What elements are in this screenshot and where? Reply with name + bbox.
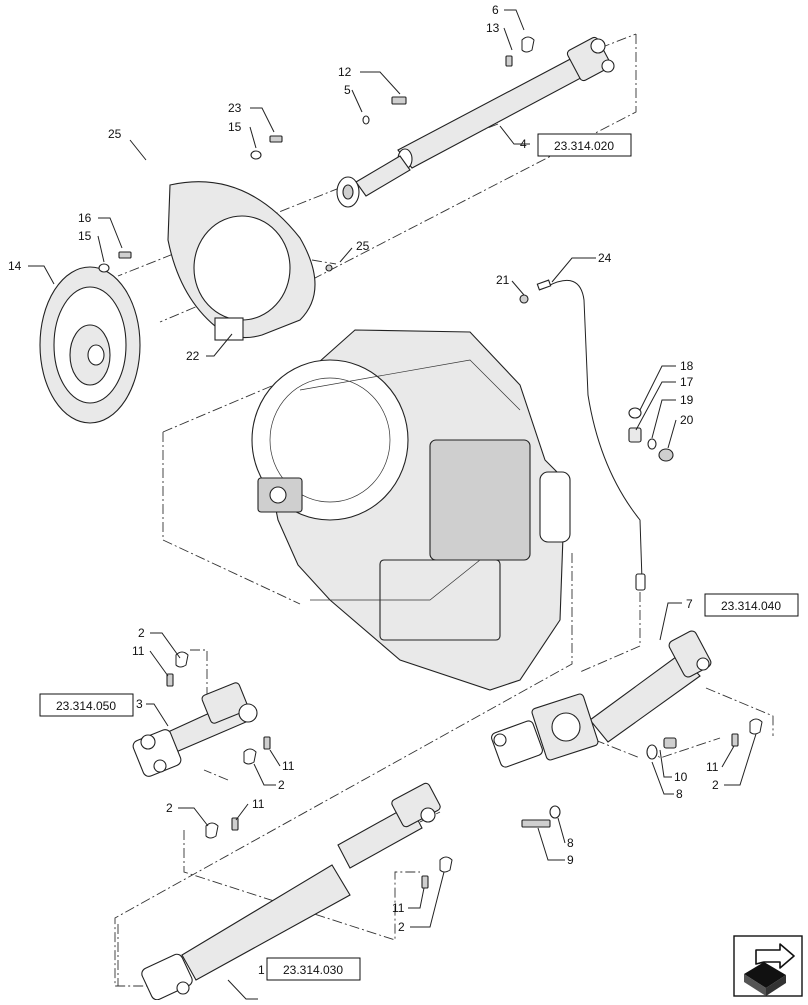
callout-5: 5 <box>344 83 351 97</box>
callout-8-b: 8 <box>567 836 574 850</box>
reference-boxes: 23.314.020 23.314.040 23.314.050 23.314.… <box>39 133 799 981</box>
callout-3: 3 <box>136 697 143 711</box>
callout-18: 18 <box>680 359 694 373</box>
callout-2-e: 2 <box>398 920 405 934</box>
transmission-housing <box>251 329 571 691</box>
callout-11-e: 11 <box>392 901 405 915</box>
callout-21: 21 <box>496 273 510 287</box>
callout-9: 9 <box>567 853 574 867</box>
leader-lines <box>28 9 757 1000</box>
callout-7: 7 <box>686 597 693 611</box>
callout-12: 12 <box>338 65 352 79</box>
callout-23: 23 <box>228 101 242 115</box>
callout-4: 4 <box>520 137 527 151</box>
ref-box-7[interactable]: 23.314.040 <box>721 599 781 613</box>
flex-plate-14 <box>39 266 141 424</box>
ref-box-3[interactable]: 23.314.050 <box>56 699 116 713</box>
cover-plate-22 <box>167 181 316 341</box>
fitting-stack <box>628 407 674 462</box>
callout-17: 17 <box>680 375 694 389</box>
callout-8-a: 8 <box>676 787 683 801</box>
callout-6: 6 <box>492 3 499 17</box>
callout-2-c: 2 <box>166 801 173 815</box>
callout-20: 20 <box>680 413 694 427</box>
callout-11-b: 11 <box>282 759 295 773</box>
callout-11-d: 11 <box>706 760 719 774</box>
callout-2-d: 2 <box>712 778 719 792</box>
callout-24: 24 <box>598 251 612 265</box>
ref-box-1[interactable]: 23.314.030 <box>283 963 343 977</box>
sensor-cable-24 <box>519 279 646 591</box>
callout-1: 1 <box>258 963 265 977</box>
fastener-hardware <box>98 36 763 889</box>
navigation-arrow-icon[interactable] <box>733 935 803 997</box>
drive-shaft-4 <box>336 36 615 208</box>
callout-11-a: 11 <box>132 644 145 658</box>
callout-15-lower: 15 <box>78 229 92 243</box>
callout-13: 13 <box>486 21 500 35</box>
drive-shaft-1 <box>141 782 441 1001</box>
callout-11-c: 11 <box>252 797 265 811</box>
ref-box-4[interactable]: 23.314.020 <box>554 139 614 153</box>
callout-labels: 6 13 12 5 23 15 25 4 16 15 14 25 22 21 2… <box>8 3 719 977</box>
callout-15-upper: 15 <box>228 120 242 134</box>
drive-shaft-7 <box>491 630 712 768</box>
callout-25-lower: 25 <box>356 239 370 253</box>
callout-10: 10 <box>674 770 688 784</box>
callout-25-upper: 25 <box>108 127 122 141</box>
callout-22: 22 <box>186 349 200 363</box>
callout-19: 19 <box>680 393 694 407</box>
callout-14: 14 <box>8 259 22 273</box>
callout-16: 16 <box>78 211 92 225</box>
callout-2-b: 2 <box>278 778 285 792</box>
callout-2-a: 2 <box>138 626 145 640</box>
drive-shaft-3 <box>132 682 258 777</box>
